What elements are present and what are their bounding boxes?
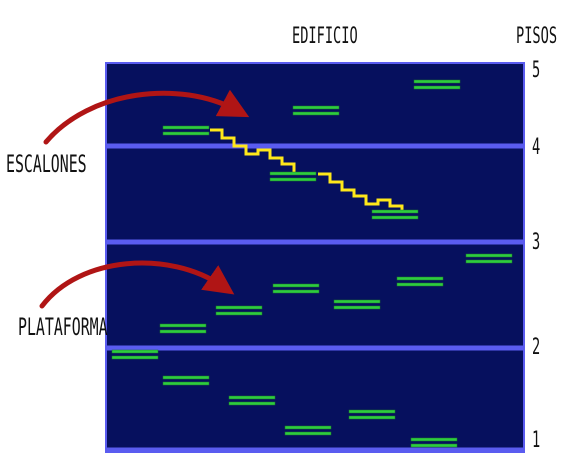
platform <box>269 171 317 182</box>
steps-arrow <box>43 89 250 145</box>
platform <box>413 79 461 90</box>
platform <box>159 323 207 334</box>
platform-arrow <box>39 260 235 309</box>
steps-callout-label: ESCALONES <box>6 150 87 178</box>
platform <box>292 105 340 116</box>
platform-callout-label: PLATAFORMA <box>18 313 108 341</box>
stairs-lower <box>318 172 404 212</box>
platform <box>272 283 320 294</box>
floor-label-5: 5 <box>532 58 541 83</box>
floor-label-2: 2 <box>532 335 541 360</box>
building-title: EDIFICIO <box>292 24 358 49</box>
floor-label-4: 4 <box>532 135 541 160</box>
floor-lines <box>106 143 524 453</box>
platforms <box>111 79 513 448</box>
platform <box>465 253 513 264</box>
platform <box>215 305 263 316</box>
stairs-upper <box>210 128 296 172</box>
platform <box>162 375 210 386</box>
floors-title: PISOS <box>516 24 558 49</box>
platform <box>410 437 458 448</box>
platform <box>162 125 210 136</box>
platform <box>333 299 381 310</box>
platform <box>396 276 444 287</box>
stairs <box>210 128 404 212</box>
platform <box>228 395 276 406</box>
callout-arrows <box>39 89 250 309</box>
platform <box>284 425 332 436</box>
platform <box>111 349 159 360</box>
floor-label-3: 3 <box>532 230 541 255</box>
platform <box>371 209 419 220</box>
platform <box>348 409 396 420</box>
floor-label-1: 1 <box>532 428 541 453</box>
